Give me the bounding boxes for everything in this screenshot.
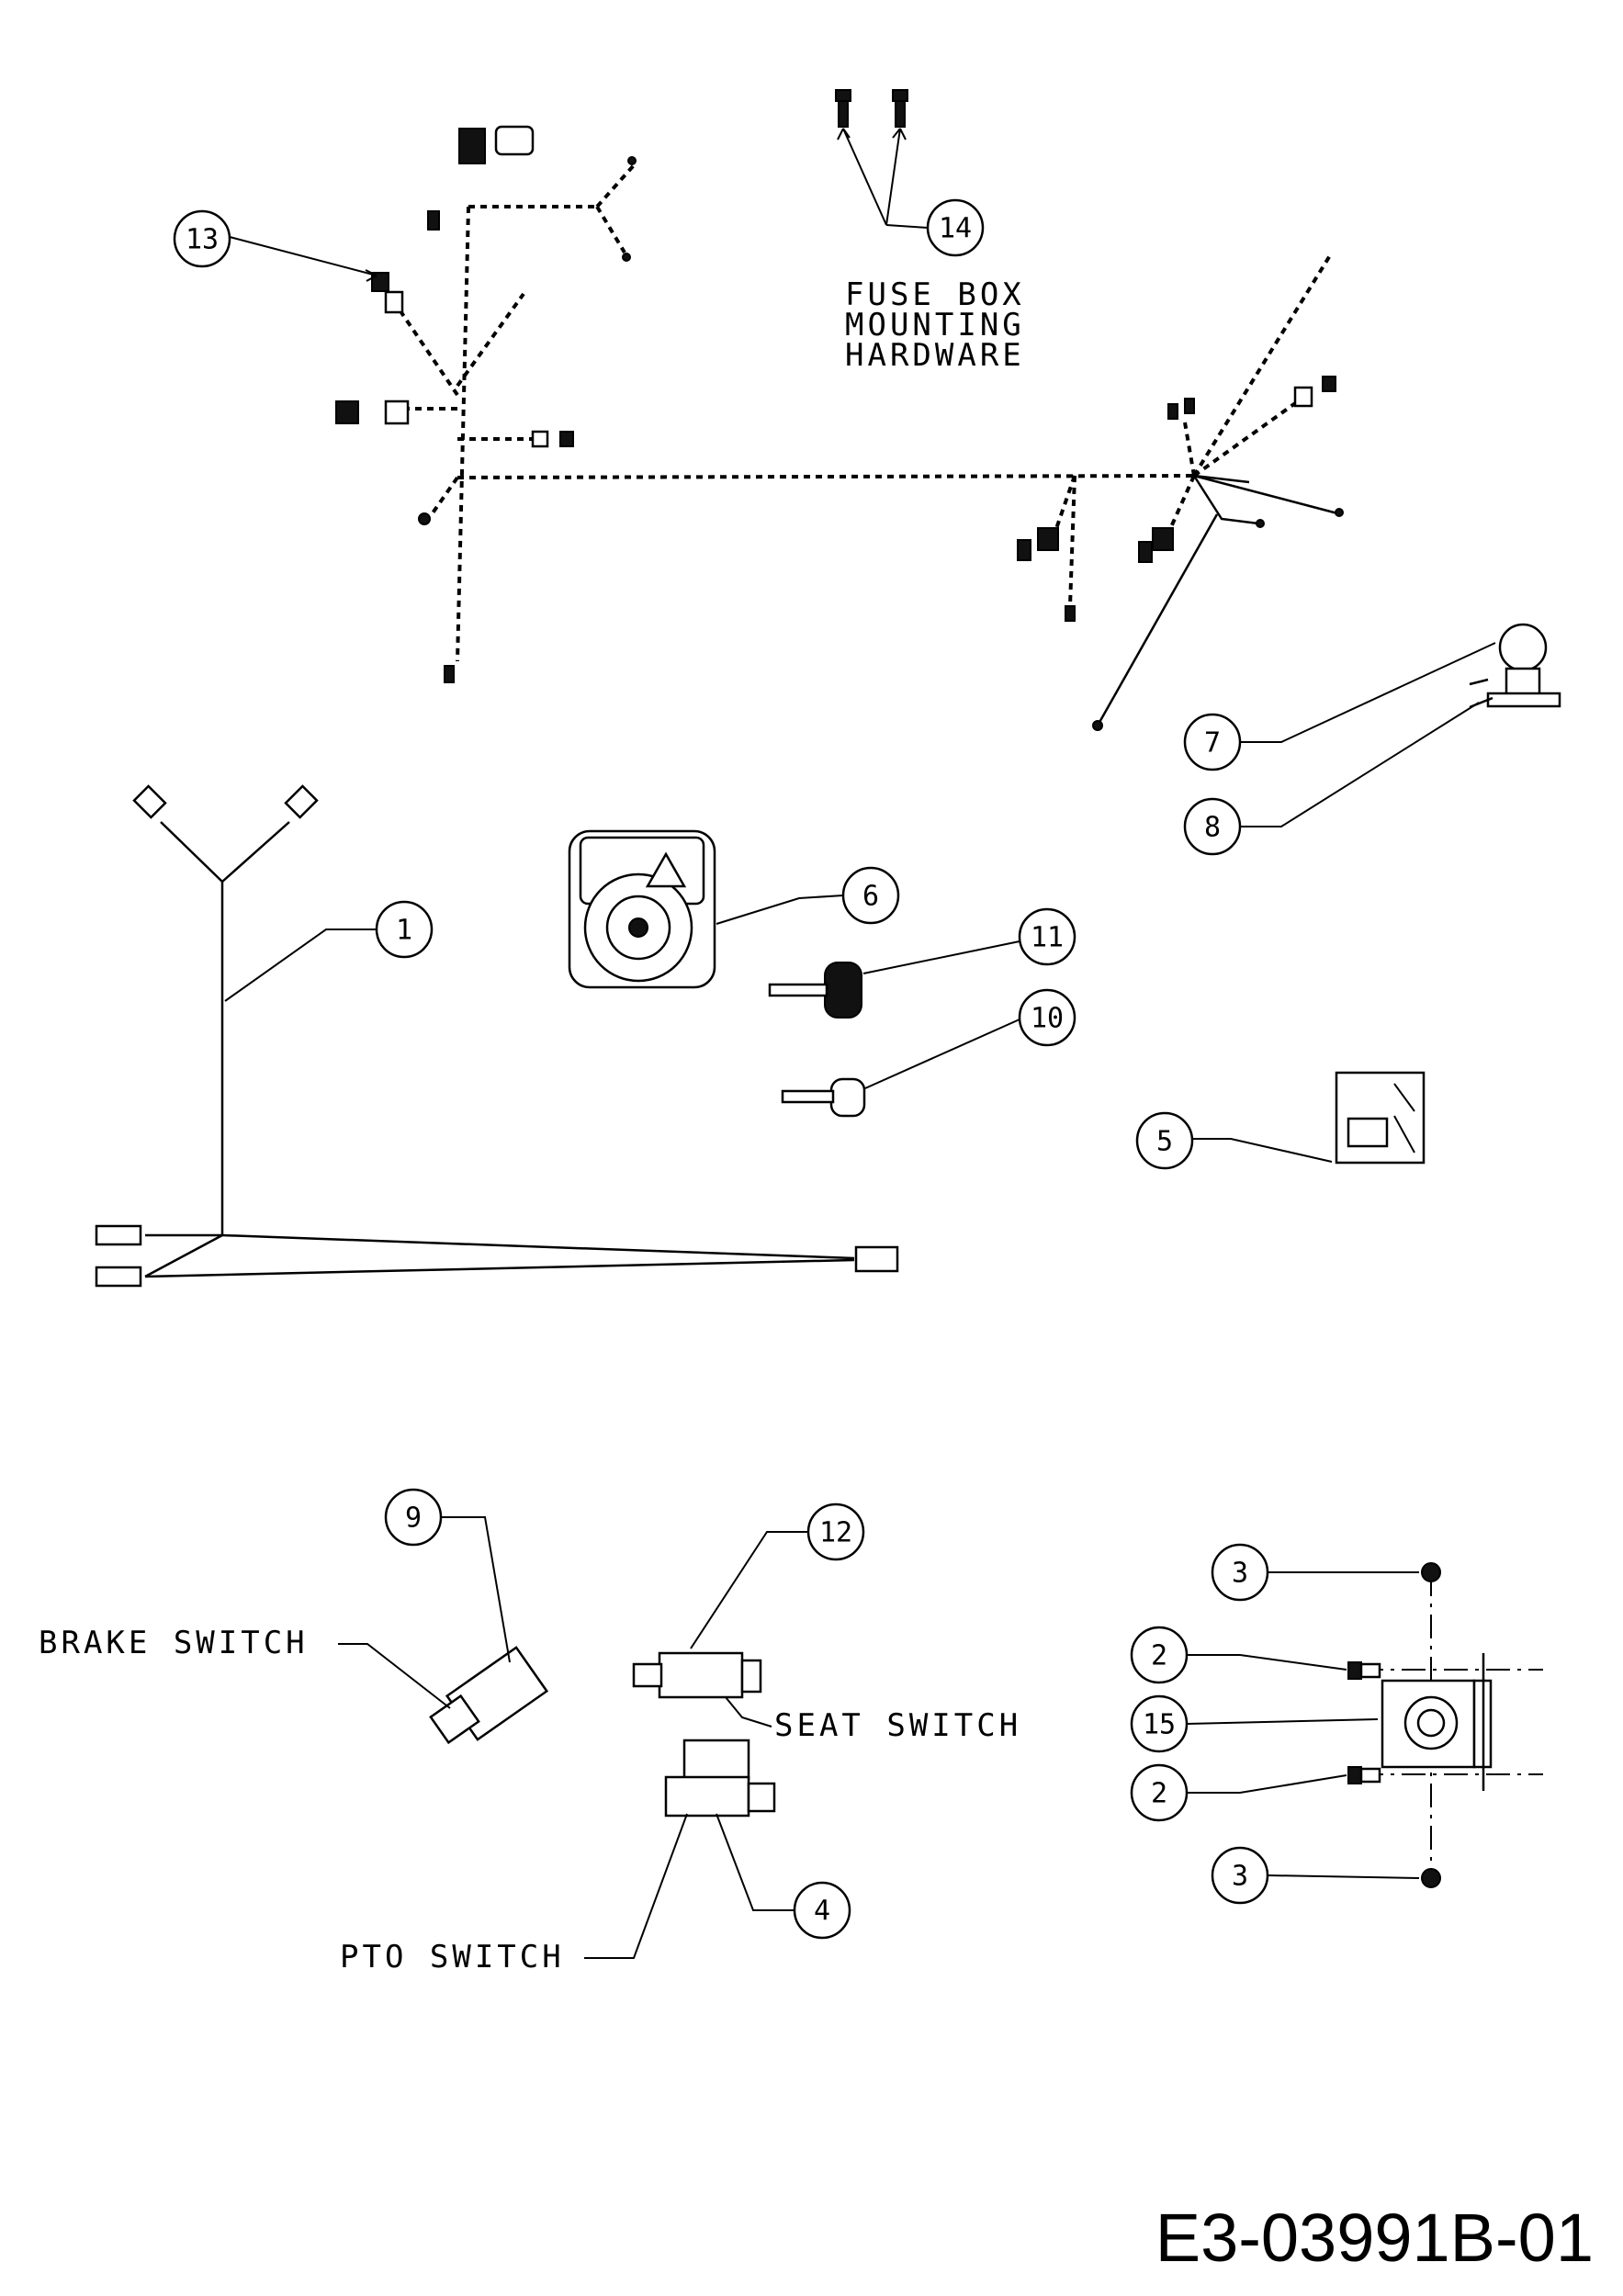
fuse-box-label-line2: MOUNTING	[845, 307, 1025, 343]
callout-4-number: 4	[814, 1896, 830, 1928]
fuse-box-label-line1: FUSE BOX	[845, 276, 1025, 313]
headlight-bulb-and-socket: 7 8	[1183, 623, 1561, 856]
brake-switch-label: BRAKE SWITCH	[39, 1625, 309, 1661]
callout-2a-number: 2	[1151, 1640, 1167, 1672]
main-wiring-harness	[335, 125, 1344, 731]
brake-switch: 9 BRAKE SWITCH	[39, 1488, 549, 1745]
outlet-assembly: 3 2 15 2 3	[1130, 1543, 1543, 1905]
drawing-number: E3-03991B-01	[1155, 2200, 1594, 2276]
key-10: 10	[781, 988, 1076, 1118]
callout-12-number: 12	[819, 1517, 852, 1549]
callout-3b-number: 3	[1232, 1861, 1248, 1893]
callout-7-number: 7	[1204, 727, 1221, 760]
callout-5-number: 5	[1156, 1126, 1173, 1158]
fuse-box-mounting-hardware: 14 FUSE BOX MOUNTING HARDWARE	[835, 89, 1025, 374]
ignition-switch: 6	[568, 829, 900, 989]
callout-15-number: 15	[1143, 1709, 1176, 1741]
callout-13: 13	[173, 209, 378, 282]
pto-switch-label: PTO SWITCH	[340, 1939, 565, 1975]
callout-11-number: 11	[1031, 922, 1064, 954]
fuse-box-label-line3: HARDWARE	[845, 337, 1025, 374]
callout-1-number: 1	[396, 915, 412, 947]
seat-switch-label: SEAT SWITCH	[774, 1707, 1021, 1744]
seat-switch: 12 SEAT SWITCH	[632, 1503, 1021, 1744]
harness-part-1: 1	[95, 784, 899, 1288]
callout-2b-number: 2	[1151, 1778, 1167, 1810]
callout-3a-number: 3	[1232, 1558, 1248, 1590]
callout-8-number: 8	[1204, 812, 1221, 844]
harness-connector-top	[458, 128, 486, 164]
callout-13-number: 13	[186, 224, 219, 256]
callout-10-number: 10	[1031, 1003, 1064, 1035]
key-11: 11	[768, 907, 1076, 1019]
module-part-5: 5	[1135, 1071, 1426, 1170]
pto-switch: 4 PTO SWITCH	[340, 1739, 851, 1975]
callout-9-number: 9	[405, 1503, 422, 1535]
callout-6-number: 6	[862, 881, 879, 913]
callout-14-number: 14	[939, 213, 972, 245]
